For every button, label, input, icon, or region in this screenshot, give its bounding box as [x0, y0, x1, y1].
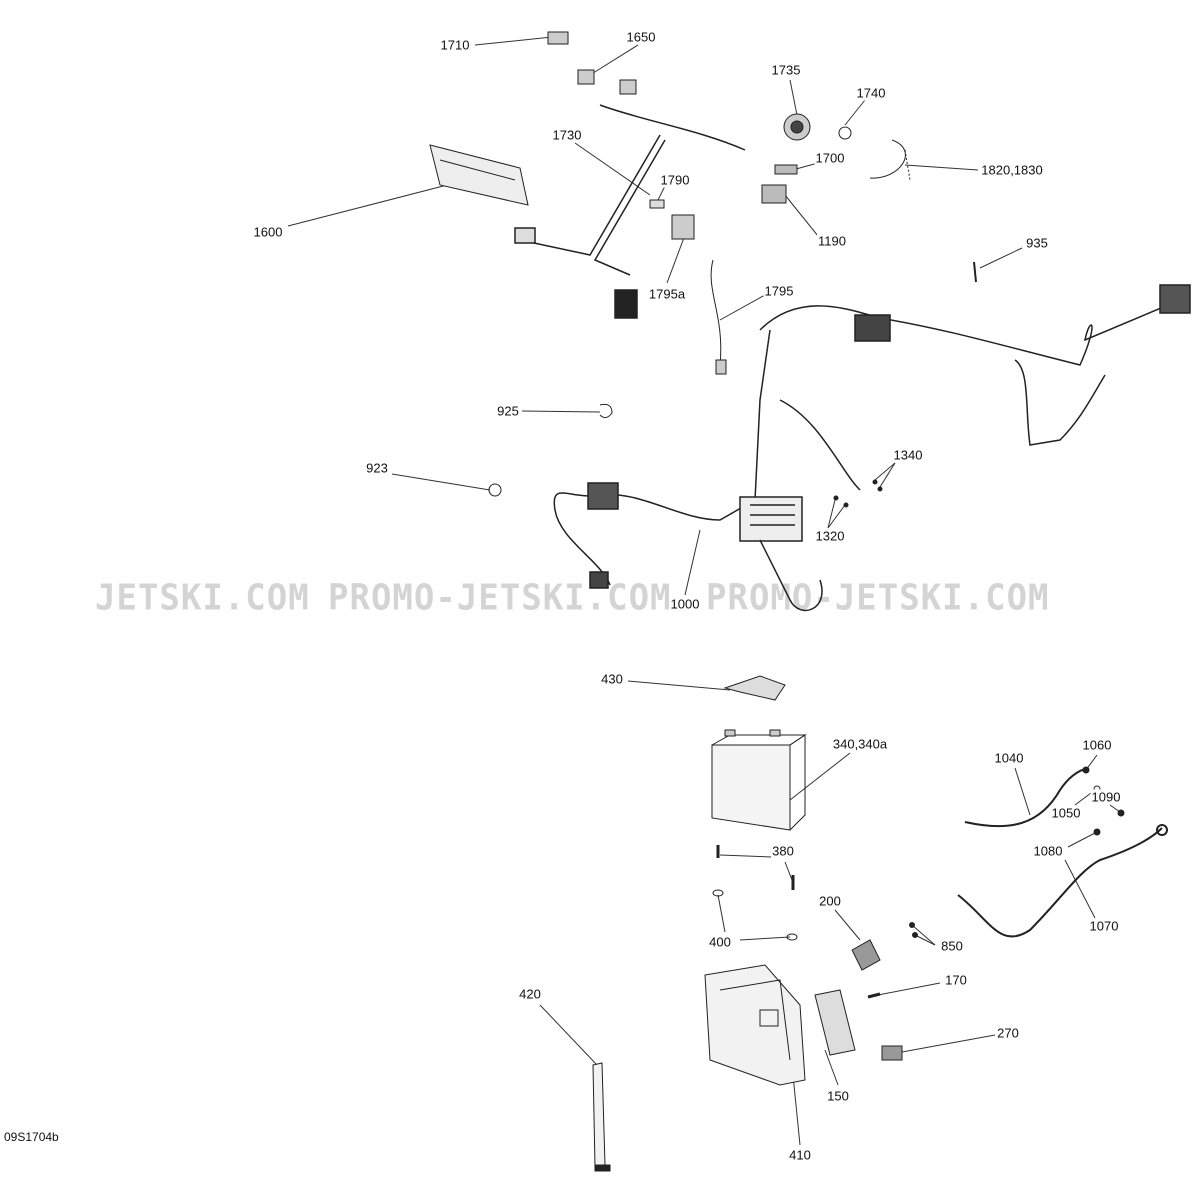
callout-200[interactable]: 200 [818, 893, 842, 909]
part-1080-nut [1093, 828, 1101, 836]
part-420-strap [592, 1062, 611, 1172]
callout-1735[interactable]: 1735 [770, 62, 802, 78]
diagram-code: 09S1704b [4, 1130, 59, 1144]
part-1000-main-harness [553, 284, 1191, 611]
part-400-washers [712, 889, 798, 941]
part-380-bolts [716, 845, 795, 890]
callout-380[interactable]: 380 [771, 843, 795, 859]
part-150-module [814, 989, 856, 1056]
callout-1795a[interactable]: 1795a [647, 286, 687, 302]
part-1735-switch [783, 113, 811, 141]
leader-lines [287, 36, 1121, 1146]
watermark: PROMO-JETSKI.COM [706, 577, 1050, 619]
part-1700-connector [774, 164, 798, 175]
callout-1790[interactable]: 1790 [659, 172, 691, 188]
callout-1740[interactable]: 1740 [855, 85, 887, 101]
callout-935[interactable]: 935 [1025, 235, 1049, 251]
part-1795-wire [710, 259, 727, 375]
watermark: JETSKI.COM [95, 577, 310, 619]
part-430-bracket [723, 675, 786, 701]
callout-1600[interactable]: 1600 [252, 224, 284, 240]
part-1340-screws [872, 479, 883, 492]
callout-170[interactable]: 170 [944, 972, 968, 988]
callout-420[interactable]: 420 [518, 986, 542, 1002]
callout-270[interactable]: 270 [996, 1025, 1020, 1041]
callout-923[interactable]: 923 [365, 460, 389, 476]
callout-1730[interactable]: 1730 [551, 127, 583, 143]
callout-340[interactable]: 340,340a [831, 736, 889, 752]
part-923-clip [488, 483, 502, 497]
callout-1795[interactable]: 1795 [763, 283, 795, 299]
callout-1070[interactable]: 1070 [1088, 918, 1120, 934]
part-1790-fuse [649, 199, 665, 209]
part-925-clip [599, 403, 613, 419]
callout-400[interactable]: 400 [708, 934, 732, 950]
callout-1700[interactable]: 1700 [814, 150, 846, 166]
part-200-solenoid [851, 939, 881, 971]
part-340-battery [711, 729, 807, 831]
callout-430[interactable]: 430 [600, 671, 624, 687]
part-1740-ring [838, 126, 852, 140]
part-1600-dashboard-module [429, 144, 529, 206]
part-1650-connector [577, 69, 637, 95]
callout-1090[interactable]: 1090 [1090, 789, 1122, 805]
part-410-battery-tray [704, 964, 806, 1086]
part-1090-nut [1117, 809, 1125, 817]
part-1040-cable [964, 767, 1089, 828]
callout-150[interactable]: 150 [826, 1088, 850, 1104]
callout-925[interactable]: 925 [496, 403, 520, 419]
callout-1340[interactable]: 1340 [892, 447, 924, 463]
part-1795a-relay [671, 214, 695, 240]
part-1710-connector [547, 31, 569, 45]
part-850-screws [909, 922, 918, 938]
part-1820-tether-cord [869, 139, 911, 181]
part-1060-nut [1082, 766, 1090, 774]
callout-1710[interactable]: 1710 [439, 37, 471, 53]
part-170-screw [867, 992, 881, 999]
callout-850[interactable]: 850 [940, 938, 964, 954]
callout-1650[interactable]: 1650 [625, 29, 657, 45]
callout-1040[interactable]: 1040 [993, 750, 1025, 766]
callout-1190[interactable]: 1190 [817, 233, 847, 249]
callout-1000[interactable]: 1000 [669, 596, 701, 612]
callout-1320[interactable]: 1320 [814, 528, 846, 544]
watermark: PROMO-JETSKI.COM [328, 577, 672, 619]
callout-1060[interactable]: 1060 [1081, 737, 1113, 753]
part-1190-connector [761, 184, 787, 204]
callout-1820-1830[interactable]: 1820,1830 [980, 162, 1044, 178]
part-1730-harness [514, 104, 746, 319]
part-1320-screws [833, 495, 849, 508]
part-935-pin [973, 261, 977, 283]
callout-1050[interactable]: 1050 [1050, 805, 1082, 821]
part-1070-cable [957, 824, 1168, 938]
callout-410[interactable]: 410 [788, 1147, 812, 1163]
callout-1080[interactable]: 1080 [1032, 843, 1064, 859]
part-270-connector [881, 1045, 903, 1061]
